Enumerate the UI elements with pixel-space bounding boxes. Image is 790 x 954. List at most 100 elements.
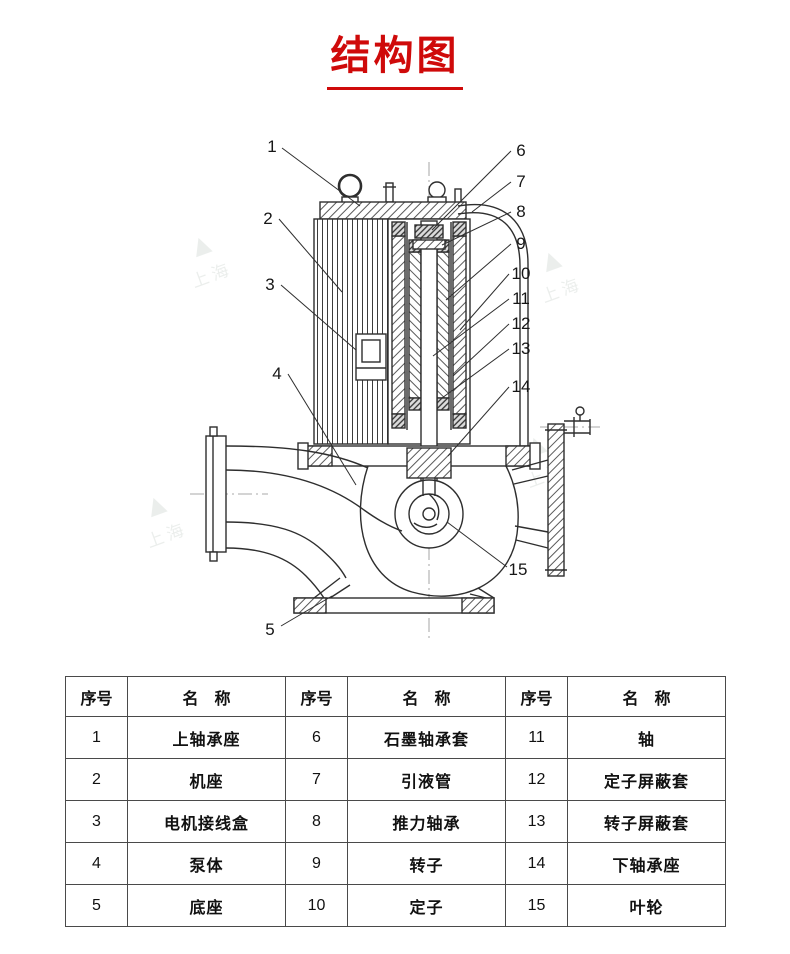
part-name-cell: 转子屏蔽套 [567,800,726,843]
watermark: ▲ 上海 [177,225,236,293]
part-name-cell: 下轴承座 [567,842,726,885]
part-name-cell: 推力轴承 [347,800,506,843]
pump-body [359,465,519,597]
col-header-index: 序号 [65,676,128,717]
callout-number: 10 [512,264,531,283]
watermark: ▲ 上海 [527,240,586,308]
upper-bearing-seat [319,201,467,220]
adapter-flange [297,442,541,470]
callout-number: 15 [509,560,528,579]
col-header-index: 序号 [505,676,568,717]
part-no-cell: 2 [65,758,128,801]
motor-section [387,218,471,445]
table-row: 3 电机接线盒 8 推力轴承 13 转子屏蔽套 [65,800,726,843]
table-row: 4 泵体 9 转子 14 下轴承座 [65,842,726,885]
part-name-cell: 机座 [127,758,286,801]
part-no-cell: 4 [65,842,128,885]
watermark-text: 上海 [189,259,236,292]
watermark-triangle-icon: ▲ [181,224,221,266]
part-name-cell: 电机接线盒 [127,800,286,843]
leader-line [280,284,357,351]
suction-duct [225,445,403,599]
callout-number: 13 [512,339,531,358]
centerlines [190,162,600,640]
leader-line [431,150,512,231]
leader-line [441,211,512,246]
callout-numbers: 1 2 3 4 5 6 7 8 9 10 11 12 13 14 15 [263,137,530,639]
watermark-text: 上海 [524,459,571,492]
part-name-cell: 泵体 [127,842,286,885]
parts-table: 序号 名 称 序号 名 称 序号 名 称 1 上轴承座 6 石墨轴承套 11 轴… [65,676,726,927]
col-header-name: 名 称 [567,676,726,717]
callout-number: 7 [516,172,525,191]
rotor-shield-sleeve [436,251,450,399]
page-title: 结构图 [330,34,460,78]
page-header: 结构图 [0,34,790,90]
liquid-guide-pipe [457,203,529,446]
leader-line [280,595,333,627]
junction-box [355,333,387,381]
table-header-row: 序号 名 称 序号 名 称 序号 名 称 [65,676,726,717]
col-header-index: 序号 [285,676,348,717]
discharge-flange [511,423,567,577]
callout-number: 3 [265,275,274,294]
part-no-cell: 13 [505,800,568,843]
part-no-cell: 3 [65,800,128,843]
rotor [408,239,450,411]
motor-housing-fins [313,218,389,445]
watermark-triangle-icon: ▲ [516,424,556,466]
vent-fitting [564,406,591,437]
leader-line [281,147,361,207]
suction-flange [205,426,227,562]
table-row: 2 机座 7 引液管 12 定子屏蔽套 [65,758,726,801]
leader-line [432,298,510,357]
watermark-text: 上海 [144,519,191,552]
watermark: ▲ 上海 [132,485,191,553]
callout-number: 9 [516,234,525,253]
title-underline [327,87,463,90]
callout-number: 14 [512,377,531,396]
lifting-eye [337,173,363,205]
leader-line [452,323,510,377]
part-no-cell: 10 [285,884,348,927]
watermark-triangle-icon: ▲ [531,239,571,281]
part-name-cell: 转子 [347,842,506,885]
col-header-name: 名 称 [127,676,286,717]
part-name-cell: 上轴承座 [127,716,286,759]
callout-number: 11 [512,289,530,308]
callout-number: 12 [512,314,531,333]
part-no-cell: 6 [285,716,348,759]
part-name-cell: 叶轮 [567,884,726,927]
leader-line [471,181,512,213]
top-fittings [383,181,462,205]
callout-number: 5 [265,620,274,639]
col-header-name: 名 称 [347,676,506,717]
watermark: ▲ 上海 [512,425,571,493]
thrust-bearing [412,239,446,250]
leader-line [459,273,510,331]
callout-leaders [278,147,512,627]
callout-number: 4 [272,364,281,383]
part-no-cell: 7 [285,758,348,801]
leader-line [447,386,510,457]
pump-drawing [190,147,600,640]
callout-number: 2 [263,209,272,228]
callout-number: 6 [516,141,525,160]
leader-line [441,348,510,399]
leader-line [287,373,357,486]
part-name-cell: 引液管 [347,758,506,801]
leader-line [446,521,508,568]
base [293,577,495,614]
part-name-cell: 定子屏蔽套 [567,758,726,801]
table-row: 5 底座 10 定子 15 叶轮 [65,884,726,927]
part-no-cell: 8 [285,800,348,843]
part-no-cell: 1 [65,716,128,759]
part-no-cell: 15 [505,884,568,927]
leader-line [445,243,512,301]
part-no-cell: 12 [505,758,568,801]
part-no-cell: 11 [505,716,568,759]
shaft [420,220,438,484]
lower-bearing-seat [406,447,452,479]
callout-number: 8 [516,202,525,221]
watermark-text: 上海 [539,274,586,307]
